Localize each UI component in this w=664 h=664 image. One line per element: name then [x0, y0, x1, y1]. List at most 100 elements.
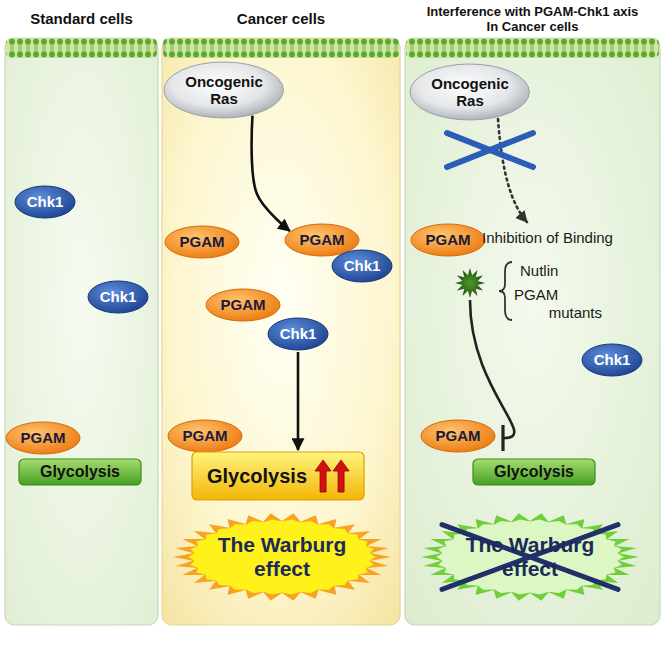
- text-holder: Glycolysis: [207, 465, 307, 488]
- increase-arrow: [333, 460, 349, 492]
- ellipse-outline: [582, 344, 642, 376]
- panel-ground: [405, 38, 660, 625]
- ellipse-outline: [168, 420, 242, 452]
- node-label: Glycolysis: [494, 463, 574, 481]
- text-holder: Glycolysis: [40, 463, 120, 481]
- inhibition-bar: [501, 425, 504, 451]
- text-holder: PGAM: [221, 296, 266, 313]
- text-holder: PGAM: [426, 231, 471, 248]
- ellipse-outline: [206, 289, 280, 321]
- cell-membrane: [6, 38, 157, 58]
- ras-ellipse: Oncogenic Ras: [163, 61, 284, 119]
- text-holder: Chk1: [280, 325, 317, 342]
- node-label: PGAM: [180, 233, 225, 250]
- starburst-outer: [173, 513, 391, 601]
- cell-panel: Interference with PGAM-Chk1 axis In Canc…: [405, 0, 660, 625]
- pgam-ellipse: PGAM: [164, 225, 240, 259]
- brace: [499, 262, 512, 320]
- chk1-ellipse: Chk1: [267, 317, 329, 351]
- inhibition-line: [470, 300, 514, 438]
- node-label: PGAM: [21, 429, 66, 446]
- cell-membrane: [163, 38, 399, 58]
- box-outline: [192, 452, 364, 500]
- warburg-starburst: The Warburg effect: [420, 512, 640, 602]
- starburst-inner: [436, 519, 623, 594]
- pgam-ellipse: PGAM: [410, 223, 486, 257]
- node-label: Glycolysis: [40, 463, 120, 481]
- text-holder: Oncogenic Ras: [428, 75, 512, 110]
- signal-arrow: [297, 352, 300, 450]
- inhibitor-starburst: [455, 268, 485, 298]
- cell-panel: Standard cellsChk1Chk1PGAMGlycolysis: [5, 0, 158, 625]
- text-holder: PGAM: [436, 427, 481, 444]
- node-label: Chk1: [100, 288, 137, 305]
- node-label: Chk1: [280, 325, 317, 342]
- text-holder: Cancer cells: [162, 0, 400, 27]
- ellipse-outline: [411, 224, 485, 256]
- block-cross: [447, 133, 533, 167]
- ellipse-outline: [164, 62, 283, 118]
- increase-arrow: [315, 460, 331, 492]
- signal-arrow: [252, 116, 290, 231]
- chk1-ellipse: Chk1: [87, 280, 149, 314]
- text-holder: PGAM: [300, 231, 345, 248]
- annotation-label: Nutlin: [520, 262, 558, 280]
- node-label: PGAM: [183, 427, 228, 444]
- ellipse-outline: [332, 250, 392, 282]
- chk1-ellipse: Chk1: [14, 185, 76, 219]
- panel-heading: Interference with PGAM-Chk1 axis In Canc…: [424, 4, 642, 34]
- ellipse-outline: [15, 186, 75, 218]
- node-label: Chk1: [27, 193, 64, 210]
- pgam-ellipse: PGAM: [205, 288, 281, 322]
- glycolysis-box: Glycolysis: [191, 451, 365, 501]
- text-holder: The Warburg effect: [455, 533, 605, 581]
- cancel-cross: [442, 525, 618, 590]
- glycolysis-box: Glycolysis: [472, 458, 596, 486]
- text-holder: PGAM: [180, 233, 225, 250]
- glycolysis-box: Glycolysis: [18, 458, 142, 486]
- text-holder: Chk1: [344, 257, 381, 274]
- text-holder: Interference with PGAM-Chk1 axis In Canc…: [424, 0, 642, 34]
- annotation-label: PGAM mutants: [514, 286, 602, 322]
- panel-heading: Cancer cells: [162, 10, 400, 27]
- text-holder: Standard cells: [5, 0, 158, 27]
- node-label: Chk1: [594, 351, 631, 368]
- text-holder: Chk1: [594, 351, 631, 368]
- node-label: Oncogenic Ras: [182, 73, 266, 108]
- cancel-cross: [442, 525, 618, 590]
- ellipse-outline: [268, 318, 328, 350]
- ellipse-outline: [88, 281, 148, 313]
- text-holder: Chk1: [100, 288, 137, 305]
- ellipse-outline: [410, 64, 529, 120]
- node-label: Chk1: [344, 257, 381, 274]
- node-label: Glycolysis: [207, 465, 307, 488]
- node-label: PGAM: [436, 427, 481, 444]
- ellipse-outline: [285, 224, 359, 256]
- block-cross: [447, 133, 533, 167]
- node-label: PGAM: [300, 231, 345, 248]
- text-holder: Oncogenic Ras: [182, 73, 266, 108]
- box-outline: [19, 459, 141, 485]
- ellipse-outline: [6, 422, 80, 454]
- text-holder: PGAM: [183, 427, 228, 444]
- ellipse-outline: [165, 226, 239, 258]
- pgam-ellipse: PGAM: [420, 419, 496, 453]
- text-holder: Chk1: [27, 193, 64, 210]
- text-holder: Glycolysis: [494, 463, 574, 481]
- panel-ground: [162, 38, 400, 625]
- box-outline: [473, 459, 595, 485]
- node-label: The Warburg effect: [207, 533, 357, 581]
- chk1-ellipse: Chk1: [581, 343, 643, 377]
- cell-panel: Cancer cellsOncogenic RasPGAMPGAMChk1PGA…: [162, 0, 400, 625]
- annotation-label: Inhibition of Binding: [482, 229, 613, 247]
- node-label: PGAM: [426, 231, 471, 248]
- text-holder: The Warburg effect: [207, 533, 357, 581]
- pgam-ellipse: PGAM: [167, 419, 243, 453]
- node-label: The Warburg effect: [455, 533, 605, 581]
- pgam-ellipse: PGAM: [5, 421, 81, 455]
- node-label: Oncogenic Ras: [428, 75, 512, 110]
- chk1-ellipse: Chk1: [331, 249, 393, 283]
- cell-membrane: [406, 38, 659, 58]
- warburg-starburst: The Warburg effect: [172, 512, 392, 602]
